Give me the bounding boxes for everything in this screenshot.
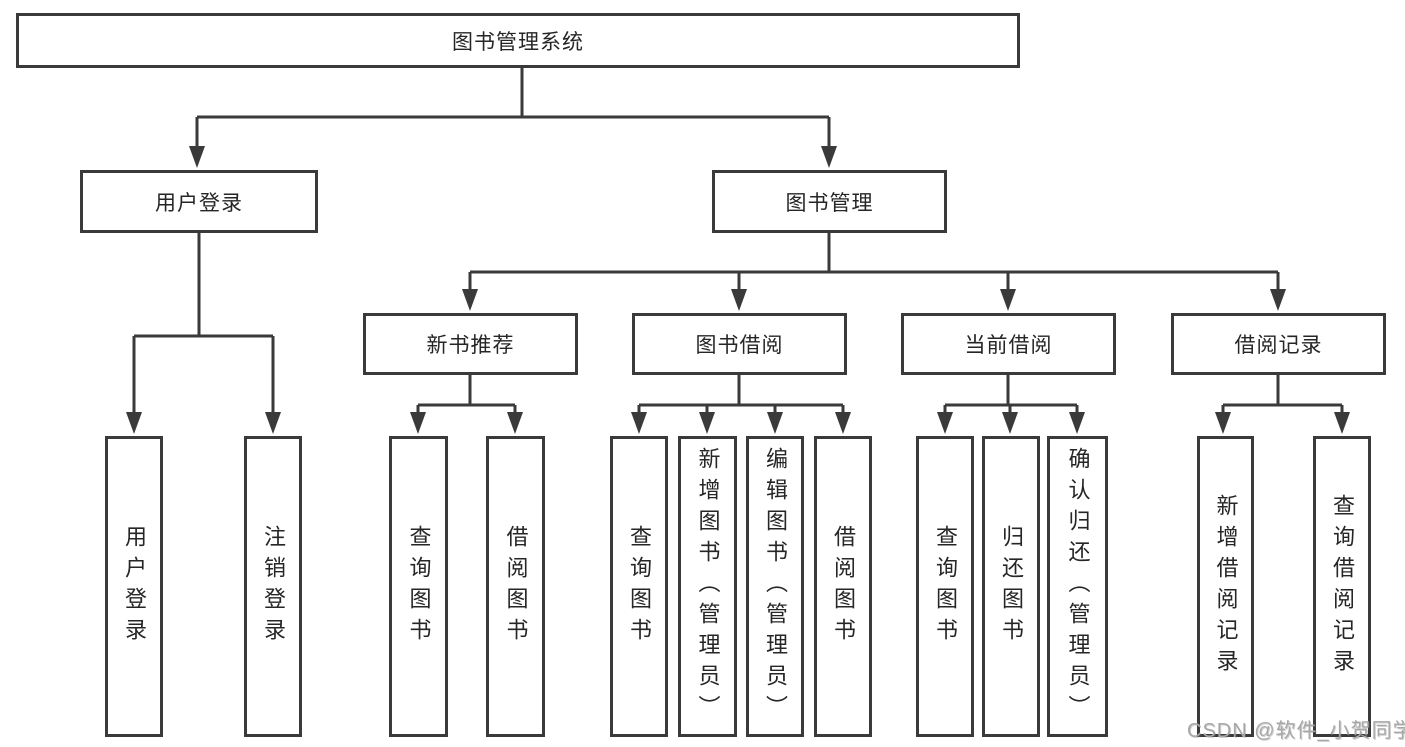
node-library-management-system: 图书管理系统 xyxy=(16,13,1020,68)
csdn-watermark: CSDN @软件_小贺同学 xyxy=(1187,720,1405,742)
node-book-management: 图书管理 xyxy=(712,170,947,233)
leaf-add-books-admin: 新增图书（管理员） xyxy=(678,436,737,737)
leaf-borrow-books-recommend: 借阅图书 xyxy=(486,436,545,737)
leaf-search-books-recommend: 查询图书 xyxy=(389,436,448,737)
leaf-borrow-books: 借阅图书 xyxy=(814,436,872,737)
node-current-borrowing: 当前借阅 xyxy=(901,313,1116,375)
leaf-add-borrow-record: 新增借阅记录 xyxy=(1197,436,1254,737)
leaf-logout: 注销登录 xyxy=(244,436,302,737)
leaf-user-login: 用户登录 xyxy=(105,436,163,737)
leaf-confirm-return-admin: 确认归还（管理员） xyxy=(1047,436,1108,737)
node-user-login: 用户登录 xyxy=(80,170,318,233)
leaf-edit-books-admin: 编辑图书（管理员） xyxy=(746,436,804,737)
node-new-book-recommendation: 新书推荐 xyxy=(363,313,578,375)
leaf-search-books-borrowing: 查询图书 xyxy=(610,436,668,737)
node-borrowing-records: 借阅记录 xyxy=(1171,313,1386,375)
node-book-borrowing: 图书借阅 xyxy=(632,313,847,375)
leaf-search-borrow-record: 查询借阅记录 xyxy=(1313,436,1371,737)
leaf-return-books: 归还图书 xyxy=(982,436,1040,737)
leaf-search-books-current: 查询图书 xyxy=(916,436,974,737)
